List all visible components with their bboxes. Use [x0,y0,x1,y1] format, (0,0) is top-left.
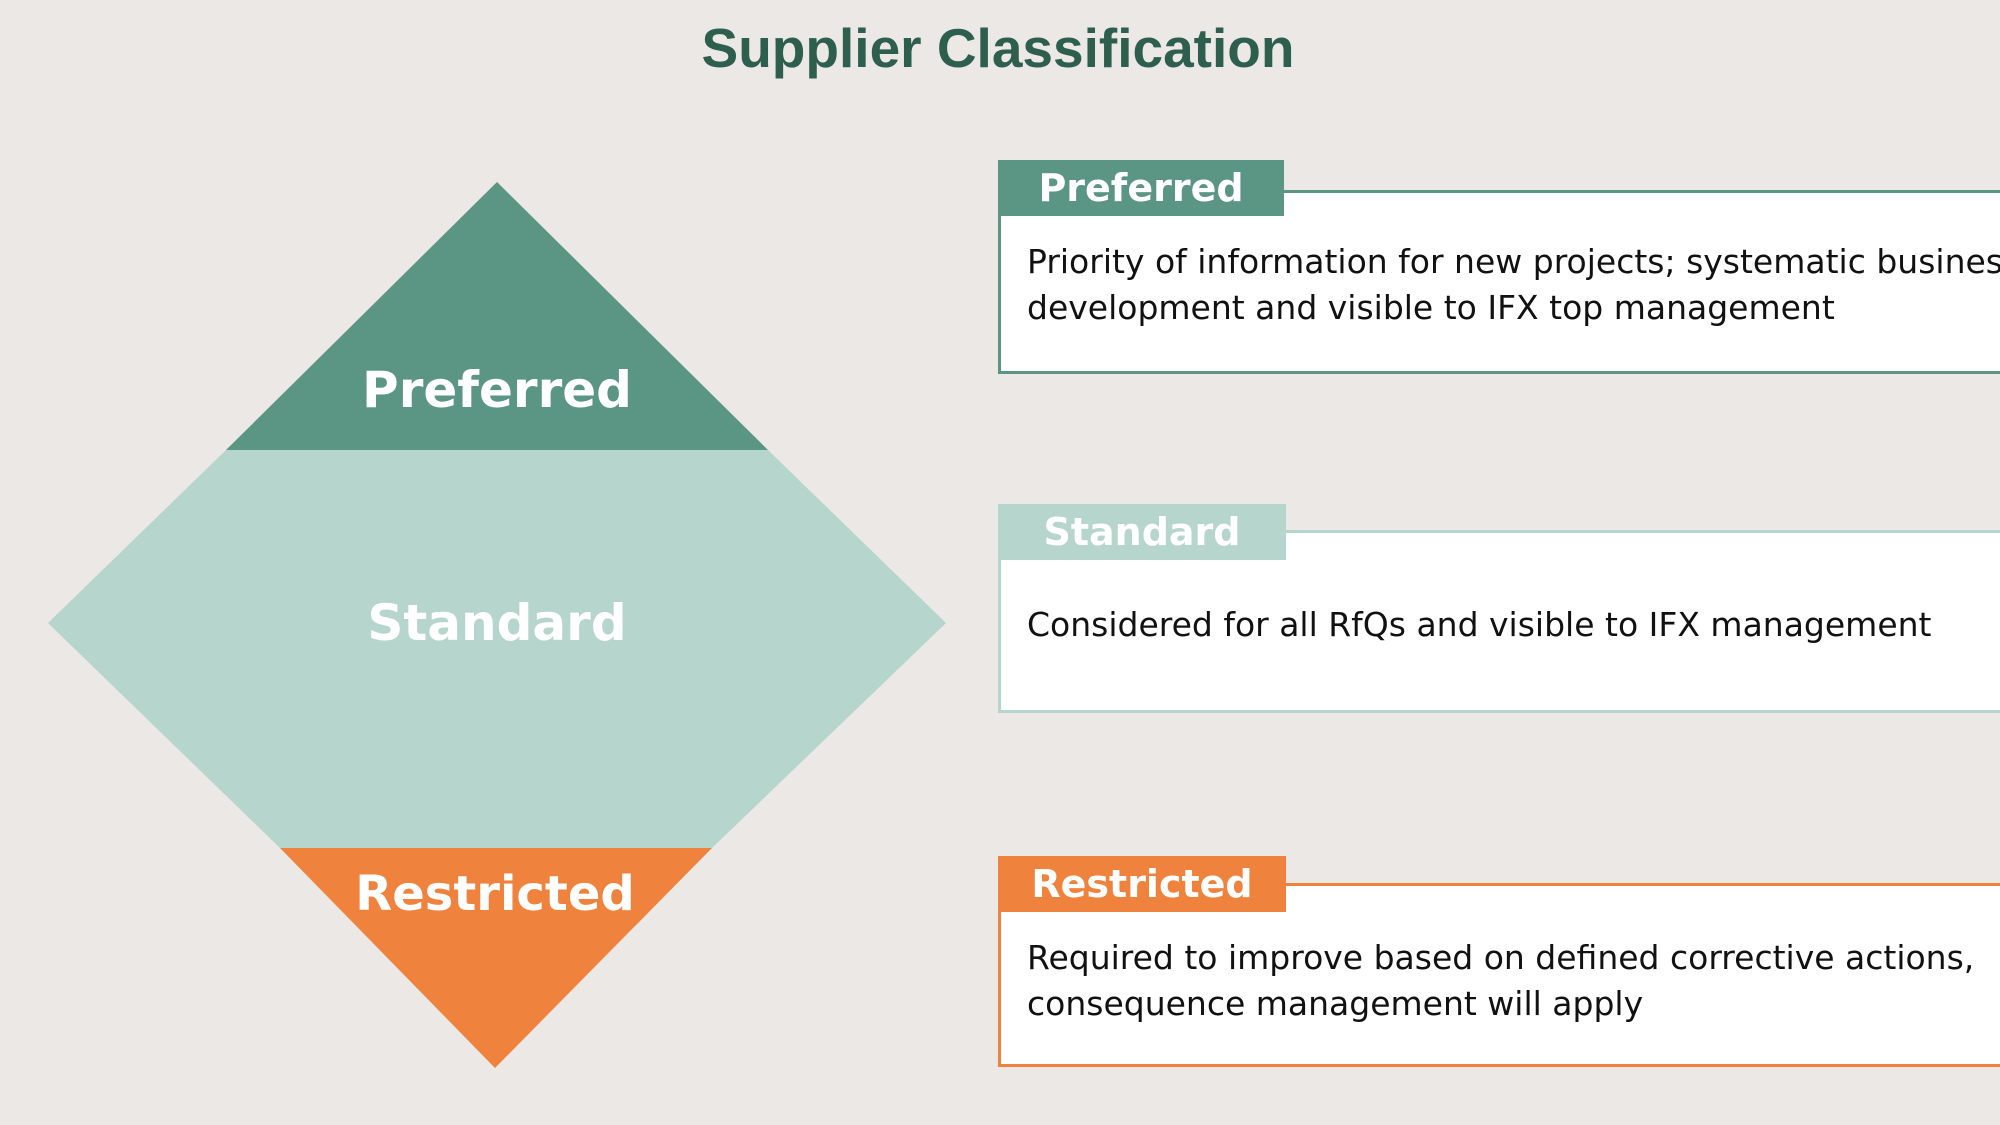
standard-tab: Standard [998,504,1286,560]
classification-diamond: Preferred Standard Restricted [48,182,946,1068]
restricted-description-line-1: Required to improve based on defined cor… [1027,938,1975,977]
slide-title: Supplier Classification [0,12,2000,84]
preferred-segment [226,182,768,450]
restricted-segment-label: Restricted [355,866,634,922]
slide-title-text: Supplier Classification [701,17,1295,79]
standard-description-box: Considered for all RfQs and visible to I… [998,530,2000,713]
preferred-description-line-2: development and visible to IFX top manag… [1027,288,1835,327]
preferred-description-box: Priority of information for new projects… [998,190,2000,374]
standard-description-line-1: Considered for all RfQs and visible to I… [1027,605,1932,644]
restricted-description-line-2: consequence management will apply [1027,984,1644,1023]
restricted-segment [280,848,712,1068]
restricted-tab: Restricted [998,856,1286,912]
restricted-description-box: Required to improve based on defined cor… [998,883,2000,1067]
standard-segment [48,450,946,848]
standard-segment-label: Standard [367,594,626,652]
preferred-segment-label: Preferred [362,361,632,419]
preferred-description-line-1: Priority of information for new projects… [1027,242,2000,281]
preferred-tab: Preferred [998,160,1284,216]
